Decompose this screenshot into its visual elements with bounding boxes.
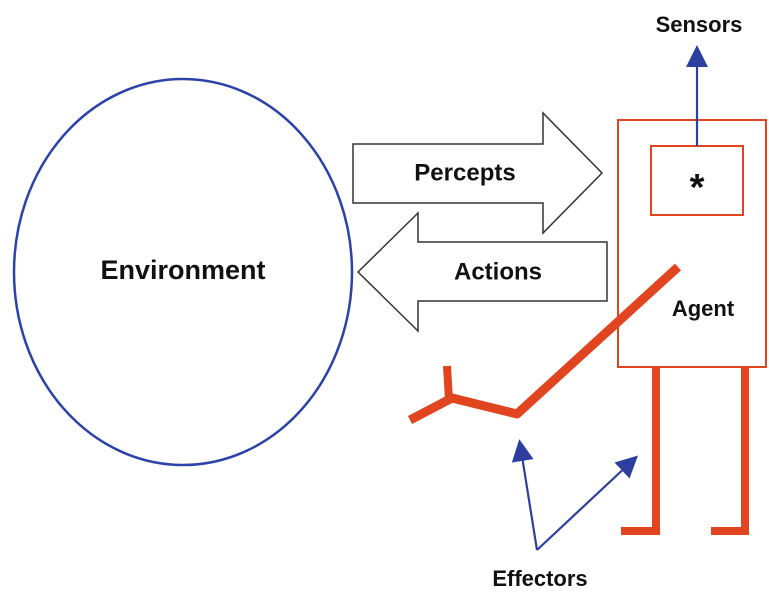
agent-label: Agent (672, 296, 735, 321)
sensor-symbol: * (690, 167, 705, 209)
agent-hand-finger (443, 365, 453, 401)
environment-ellipse (12, 77, 354, 467)
effector-pointer-arm-icon (511, 439, 539, 551)
effector-pointer-leg-icon (536, 455, 639, 551)
actions-arrow-icon (356, 211, 608, 333)
agent-left-leg (621, 367, 660, 535)
environment-label: Environment (100, 255, 265, 285)
percepts-arrow-icon (352, 111, 604, 235)
agent-arm (407, 263, 682, 424)
agent-box (617, 119, 767, 368)
actions-label: Actions (454, 258, 542, 285)
agent-right-leg (711, 367, 749, 535)
effectors-label: Effectors (492, 566, 587, 591)
percepts-label: Percepts (414, 159, 515, 186)
sensors-label: Sensors (656, 12, 743, 37)
